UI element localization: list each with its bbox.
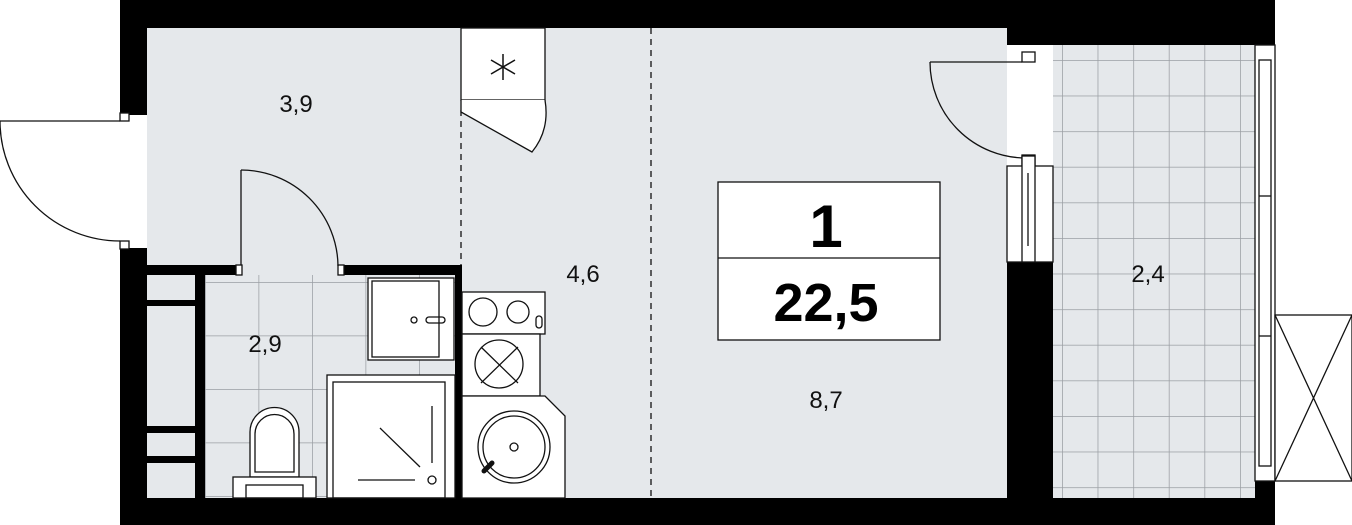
total-area: 22,5 [773, 273, 878, 333]
entrance-door[interactable] [0, 112, 130, 250]
balcony-area: 2,4 [1131, 261, 1164, 288]
hallway-area: 3,9 [279, 91, 312, 118]
washing-machine [461, 395, 566, 499]
balcony-glazing [1254, 44, 1276, 482]
toilet [232, 406, 317, 499]
stove [461, 291, 546, 335]
kitchen-area: 4,6 [566, 261, 599, 288]
shower [326, 374, 456, 499]
walls [120, 0, 1275, 525]
oven [461, 333, 541, 397]
summary-box: 1 22,5 [717, 181, 941, 341]
living-room-area: 8,7 [809, 387, 842, 414]
sink [367, 277, 455, 361]
ventilation-shaft [460, 27, 547, 153]
bathroom-door[interactable] [235, 169, 345, 276]
bathroom-area: 2,9 [248, 331, 281, 358]
balcony-floor [1053, 45, 1255, 500]
window [1006, 155, 1054, 263]
ac-unit-box [1274, 314, 1352, 482]
rooms-count: 1 [809, 193, 842, 260]
asterisk-icon [490, 54, 516, 80]
